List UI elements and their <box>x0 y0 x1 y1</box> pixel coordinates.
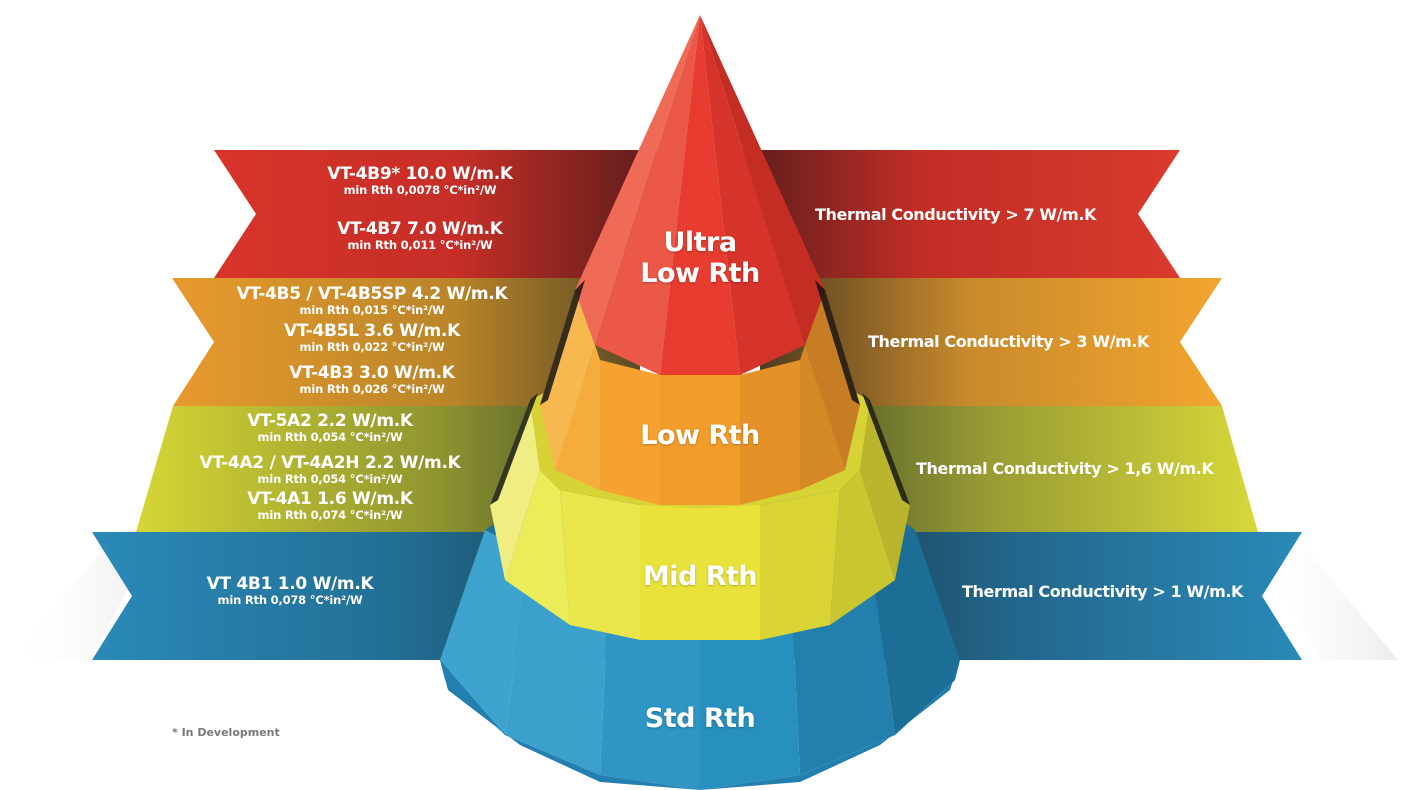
product-vt-4b5: VT-4B5 / VT-4B5SP 4.2 W/m.K min Rth 0,01… <box>222 285 522 317</box>
mid-conductivity: Thermal Conductivity > 1,6 W/m.K <box>916 459 1214 478</box>
product-name: VT-4B7 7.0 W/m.K <box>337 219 503 239</box>
product-name: VT-4A2 / VT-4A2H 2.2 W/m.K <box>199 453 461 473</box>
product-vt-4b5l: VT-4B5L 3.6 W/m.K min Rth 0,022 °C*in²/W <box>222 322 522 354</box>
tier-low-face-4 <box>660 375 740 505</box>
tier-std-label: Std Rth <box>644 703 756 734</box>
band-low-left <box>172 278 640 406</box>
product-name: VT-4A1 1.6 W/m.K <box>247 489 413 509</box>
product-vt-4b9: VT-4B9* 10.0 W/m.K min Rth 0,0078 °C*in²… <box>300 165 540 197</box>
seam-low-left <box>540 280 585 405</box>
tier-low-face-6 <box>800 345 845 490</box>
product-rth: min Rth 0,054 °C*in²/W <box>257 430 403 444</box>
tier-mid-face-5 <box>760 490 840 640</box>
seam-low-right <box>815 280 860 405</box>
product-rth: min Rth 0,011 °C*in²/W <box>347 238 493 252</box>
tier-ultra-label-line2: Low Rth <box>640 258 760 289</box>
product-rth: min Rth 0,026 °C*in²/W <box>299 382 445 396</box>
product-rth: min Rth 0,015 °C*in²/W <box>299 303 445 317</box>
product-name: VT-4B5 / VT-4B5SP 4.2 W/m.K <box>236 284 508 304</box>
low-conductivity: Thermal Conductivity > 3 W/m.K <box>868 332 1150 351</box>
seam-mid-right <box>862 393 910 505</box>
tier-low-face-1 <box>540 290 595 470</box>
tier-mid-label: Mid Rth <box>642 561 758 592</box>
tier-mid-face-4 <box>640 505 760 640</box>
tier-ultra-face-4 <box>700 15 805 375</box>
product-name: VT-4B3 3.0 W/m.K <box>289 363 455 383</box>
tier-low-label: Low Rth <box>640 420 760 451</box>
product-rth: min Rth 0,022 °C*in²/W <box>299 340 445 354</box>
tier-ultra-label: Ultra Low Rth <box>620 227 780 289</box>
footnote: * In Development <box>172 726 280 739</box>
band-ultra-left <box>214 150 660 278</box>
product-rth: min Rth 0,0078 °C*in²/W <box>343 183 497 197</box>
product-vt-4b3: VT-4B3 3.0 W/m.K min Rth 0,026 °C*in²/W <box>222 364 522 396</box>
product-rth: min Rth 0,078 °C*in²/W <box>217 593 363 607</box>
product-name: VT 4B1 1.0 W/m.K <box>206 574 374 594</box>
tier-mid-face-3 <box>560 490 640 640</box>
tier-mid-face-1 <box>490 400 540 580</box>
tier-mid-face-7 <box>860 400 910 580</box>
tier-ultra-face-2 <box>595 15 700 375</box>
tier-low-face-3 <box>600 360 660 505</box>
band-ultra-right <box>740 150 1180 278</box>
product-vt-4b7: VT-4B7 7.0 W/m.K min Rth 0,011 °C*in²/W <box>300 220 540 252</box>
product-name: VT-4B9* 10.0 W/m.K <box>327 164 513 184</box>
std-conductivity: Thermal Conductivity > 1 W/m.K <box>962 582 1244 601</box>
product-rth: min Rth 0,074 °C*in²/W <box>257 508 403 522</box>
right-shadow <box>1250 530 1398 660</box>
ultra-conductivity: Thermal Conductivity > 7 W/m.K <box>815 205 1097 224</box>
product-vt-4a1: VT-4A1 1.6 W/m.K min Rth 0,074 °C*in²/W <box>180 490 480 522</box>
seam-mid-left <box>490 393 538 505</box>
tier-ultra-face-1 <box>575 15 700 345</box>
product-name: VT-4B5L 3.6 W/m.K <box>284 321 460 341</box>
tier-ultra-face-3 <box>660 15 740 375</box>
band-low-right <box>760 278 1222 406</box>
tier-low-face-2 <box>555 345 600 490</box>
tier-low-face-7 <box>805 290 860 470</box>
tier-ultra-face-5 <box>700 15 825 345</box>
product-vt-4a2: VT-4A2 / VT-4A2H 2.2 W/m.K min Rth 0,054… <box>180 454 480 486</box>
tier-mid-face-2 <box>505 470 570 625</box>
product-vt-4b1: VT 4B1 1.0 W/m.K min Rth 0,078 °C*in²/W <box>185 575 395 607</box>
tier-mid-face-6 <box>830 470 895 625</box>
tier-low-face-5 <box>740 360 800 505</box>
product-vt-5a2: VT-5A2 2.2 W/m.K min Rth 0,054 °C*in²/W <box>180 412 480 444</box>
product-rth: min Rth 0,054 °C*in²/W <box>257 472 403 486</box>
product-name: VT-5A2 2.2 W/m.K <box>247 411 413 431</box>
tier-ultra-label-line1: Ultra <box>663 227 737 258</box>
